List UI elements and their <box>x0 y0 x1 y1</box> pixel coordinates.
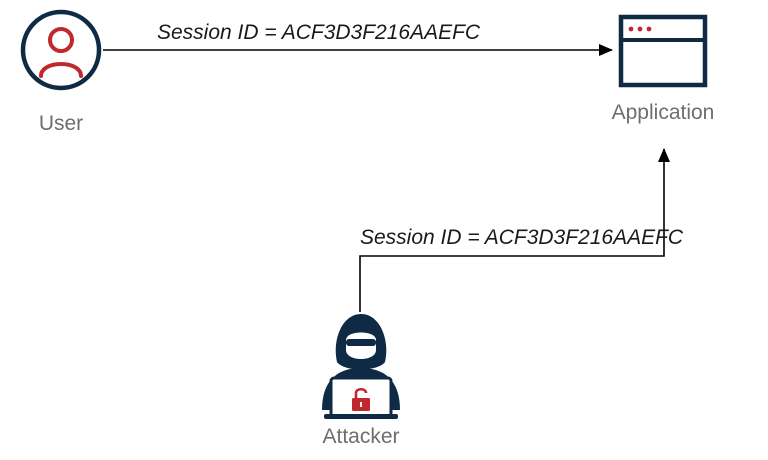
node-application-label: Application <box>612 101 715 124</box>
edge-user-to-application: Session ID = ACF3D3F216AAEFC <box>103 21 613 56</box>
edge-attacker-to-application-label: Session ID = ACF3D3F216AAEFC <box>360 226 684 249</box>
edge-attacker-to-application: Session ID = ACF3D3F216AAEFC <box>359 148 684 312</box>
edge-user-to-application-label: Session ID = ACF3D3F216AAEFC <box>157 21 481 44</box>
node-user: User <box>20 9 102 135</box>
node-application: Application <box>612 14 715 124</box>
user-icon <box>20 9 102 91</box>
hacker-icon <box>322 314 400 419</box>
node-attacker-label: Attacker <box>322 425 399 448</box>
node-user-label: User <box>39 112 83 135</box>
node-attacker: Attacker <box>322 314 400 448</box>
browser-window-icon <box>618 14 708 88</box>
edge-attacker-to-application-line <box>359 148 670 312</box>
